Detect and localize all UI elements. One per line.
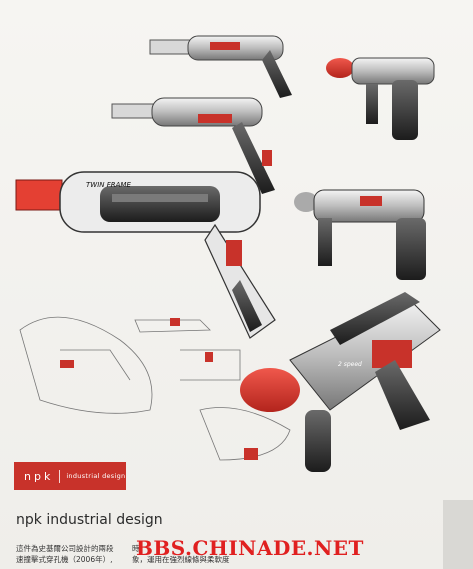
render-label-product: 2 speed — [338, 361, 362, 368]
sketch-drill-top — [149, 35, 292, 98]
render-drill-mid-right — [294, 189, 426, 280]
render-drill-large-right: 2 speed — [240, 292, 441, 472]
body-text-col-2: 時 象，運用在強烈線條與柔軟度 — [132, 543, 250, 565]
body-line: 速撞擊式穿孔機（2006年）, — [16, 555, 113, 564]
body-line: 象，運用在強烈線條與柔軟度 — [132, 555, 230, 564]
brand-logo-text: npk — [14, 469, 61, 483]
body-text-col-1: 這件為史基爾公司設計的兩段 速撞擊式穿孔機（2006年）, — [16, 543, 134, 565]
sketch-drill-middle — [111, 97, 275, 194]
brand-band: npk industrial design — [14, 462, 126, 490]
watermark-text: BBS.CHINADE.NET — [136, 536, 364, 560]
sketch-label-drill-name: TWIN FRAME — [86, 181, 131, 189]
render-drill-top-right — [326, 57, 435, 140]
body-line: 時 — [132, 544, 140, 553]
drill-sketch-illustration: TWIN FRAME 2 speed — [15, 35, 441, 472]
page-edge-strip — [443, 500, 473, 569]
sketch-drill-large: TWIN FRAME — [15, 171, 276, 339]
body-line: 這件為史基爾公司設計的兩段 — [16, 544, 114, 553]
brand-subtitle: industrial design — [66, 472, 126, 480]
line-sketch-details — [19, 316, 291, 461]
page-heading: npk industrial design — [16, 512, 163, 528]
